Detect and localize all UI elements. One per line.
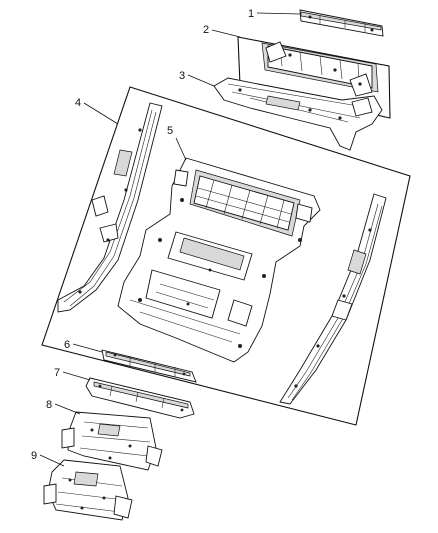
callout-8: 8 — [46, 399, 52, 411]
callout-9: 9 — [31, 450, 37, 462]
leader-line-1 — [256, 12, 301, 15]
part-5-floor-pan — [117, 157, 321, 363]
part-4-left-side-rail — [57, 102, 163, 313]
leader-line-5 — [175, 137, 187, 161]
callout-7: 7 — [54, 367, 60, 379]
leader-line-2 — [211, 29, 241, 38]
part-9-bracket-panel — [43, 459, 133, 521]
assembly-frame — [41, 86, 411, 426]
right-side-rail — [279, 193, 387, 405]
leader-line-6 — [72, 343, 103, 353]
part-1-reinforcement-bar — [299, 9, 384, 37]
part-6-cross-member — [101, 349, 197, 383]
part-8-bracket-panel — [61, 411, 163, 471]
part-7-cross-member — [85, 377, 195, 419]
leader-line-7 — [62, 371, 91, 381]
leader-line-9 — [39, 454, 65, 467]
callout-1: 1 — [248, 8, 254, 20]
callout-6: 6 — [64, 339, 70, 351]
callout-5: 5 — [167, 125, 173, 137]
part-3-closure-panel — [213, 77, 383, 151]
callout-3: 3 — [179, 70, 185, 82]
callout-4: 4 — [75, 97, 81, 109]
leader-line-3 — [187, 74, 215, 87]
part-2-panel-frame — [237, 36, 391, 119]
leader-line-4 — [83, 102, 119, 125]
leader-line-8 — [54, 403, 81, 415]
callout-2: 2 — [203, 24, 209, 36]
